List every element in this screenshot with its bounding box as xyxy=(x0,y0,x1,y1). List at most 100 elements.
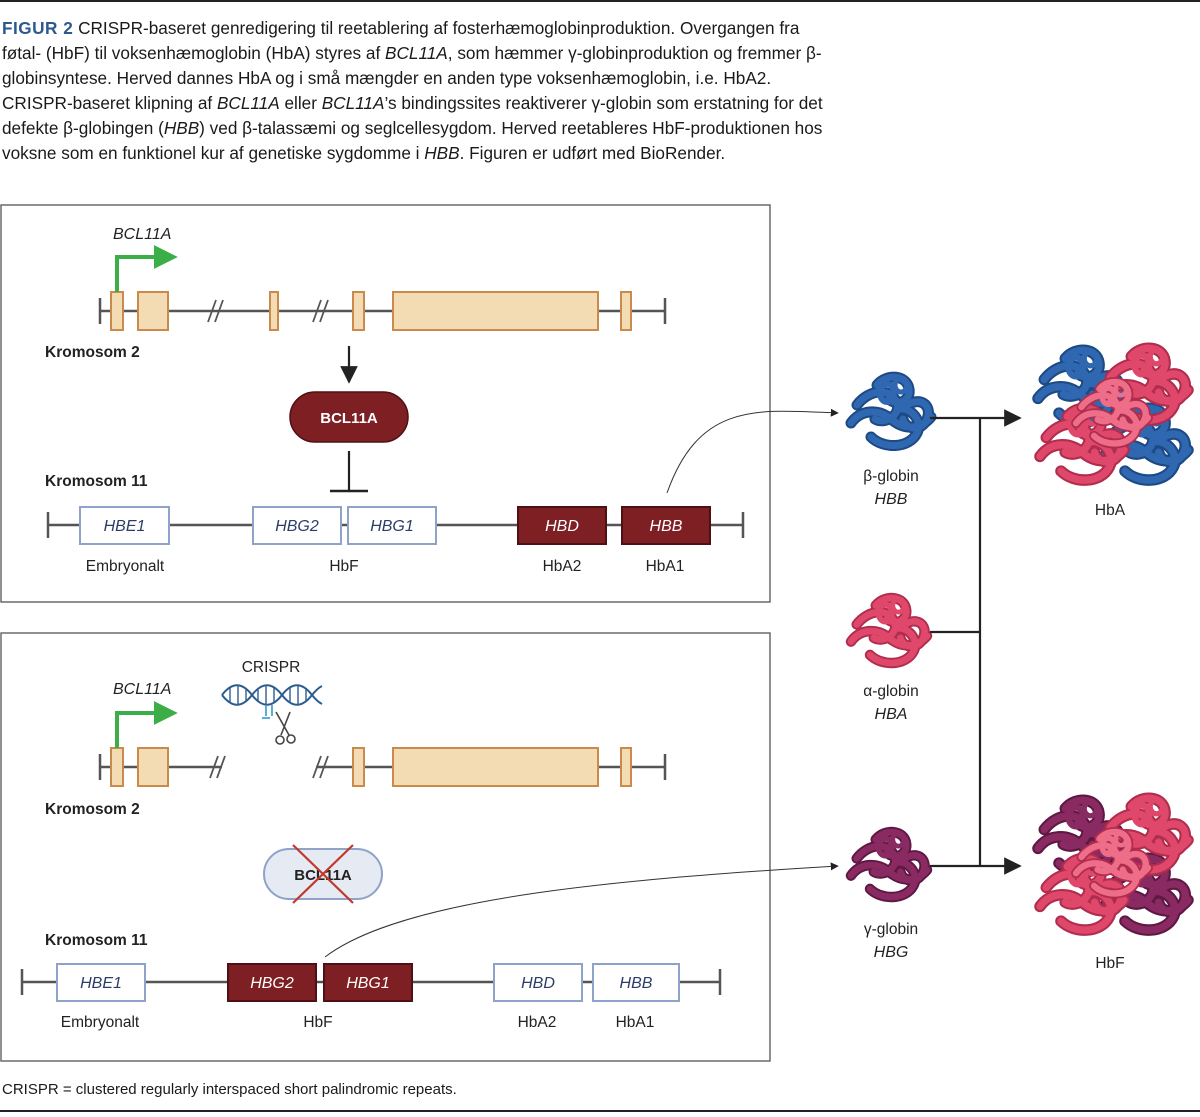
gene-group-labels: Embryonalt HbF HbA2 HbA1 xyxy=(61,1014,655,1031)
gamma-globin-gene-label: HBG xyxy=(874,944,909,961)
promoter-label: BCL11A xyxy=(113,226,171,243)
gene-box xyxy=(323,963,413,1002)
caption-body: CRISPR-baseret genredigering til reetabl… xyxy=(2,18,823,163)
gene-group-label: HbF xyxy=(303,1014,332,1031)
exon xyxy=(392,291,599,331)
break-mark xyxy=(209,755,226,779)
gene-name: HBB xyxy=(620,975,653,992)
chromosome-2-label: Kromosom 2 xyxy=(45,344,140,361)
repression-mark xyxy=(330,451,368,493)
assembly-connectors xyxy=(930,409,1022,875)
hba-tetramer-icon xyxy=(1032,342,1194,486)
alpha-globin-gene-label: HBA xyxy=(875,706,908,723)
footnote: CRISPR = clustered regularly interspaced… xyxy=(2,1081,457,1098)
gene-name: HBE1 xyxy=(104,518,146,535)
exon xyxy=(352,747,365,787)
caption-gene-name: BCL11A xyxy=(385,43,448,63)
break-mark xyxy=(207,299,224,323)
beta-globin-label: β-globin xyxy=(863,468,918,485)
exon xyxy=(137,747,169,787)
figure-label: FIGUR 2 xyxy=(2,18,74,38)
caption-gene-name: HBB xyxy=(424,143,460,163)
crispr-label: CRISPR xyxy=(242,659,301,676)
caption-text: eller xyxy=(279,93,322,113)
exon xyxy=(269,291,279,331)
caption-text: ) ved β-talassæmi og seglcellesygdom. He… xyxy=(2,118,823,163)
gene-name: HBD xyxy=(545,518,579,535)
gene-name: HBB xyxy=(650,518,683,535)
gene-box xyxy=(493,963,583,1002)
chromosome-2-top: BCL11A Kromosom 2 xyxy=(45,226,667,361)
bcl11a-protein-knocked-out: BCL11A xyxy=(263,844,383,904)
caption-text: ’s bindingssites reaktiverer γ-globin so… xyxy=(2,93,823,138)
caption-text: . Figuren er udført med BioRender. xyxy=(459,143,726,163)
caption-gene-name: BCL11A xyxy=(321,93,385,113)
bottom-rule xyxy=(0,1110,1200,1112)
hbf-label: HbF xyxy=(1095,955,1124,972)
cross-out-icon xyxy=(292,844,354,904)
panel-top: BCL11A Kromosom 2 BCL11A Kromosom 11 HBE… xyxy=(0,204,771,603)
exon xyxy=(352,291,365,331)
gene-boxes: HBE1 HBG2 HBG1 HBD HBB xyxy=(56,963,680,1002)
panel-bottom-frame xyxy=(0,632,771,1062)
hbf-tetramer-icon xyxy=(1032,792,1194,936)
gene-box xyxy=(79,506,170,545)
hbg-to-gamma-globin-arrow xyxy=(324,862,839,958)
gene-group-label: HbA2 xyxy=(518,1014,557,1031)
gene-box xyxy=(621,506,711,545)
gene-name: HBG1 xyxy=(346,975,390,992)
protein-label: BCL11A xyxy=(320,410,378,427)
exon xyxy=(110,291,124,331)
bcl11a-protein: BCL11A xyxy=(289,391,409,443)
chromosome-2-label: Kromosom 2 xyxy=(45,801,140,818)
hba-label: HbA xyxy=(1095,502,1126,519)
chromosome-2-bottom: BCL11A Kromosom 2 xyxy=(45,681,667,818)
gene-name: HBD xyxy=(521,975,555,992)
gene-name: HBG2 xyxy=(250,975,294,992)
gene-name: HBG1 xyxy=(370,518,414,535)
beta-globin-icon xyxy=(845,371,937,451)
gene-box xyxy=(347,506,437,545)
gene-box xyxy=(252,506,342,545)
beta-globin-gene-label: HBB xyxy=(875,491,908,508)
chromosome-11-label: Kromosom 11 xyxy=(45,932,148,949)
gene-group-label: HbA1 xyxy=(646,558,685,575)
panel-bottom: BCL11A Kromosom 2 CRISPR xyxy=(0,632,771,1062)
exon xyxy=(392,747,599,787)
promoter-label: BCL11A xyxy=(113,681,171,698)
exon xyxy=(620,747,632,787)
caption-gene-name: BCL11A xyxy=(216,93,280,113)
panel-top-frame xyxy=(0,204,771,603)
gene-box xyxy=(56,963,146,1002)
gene-group-label: Embryonalt xyxy=(61,1014,140,1031)
caption-text: CRISPR-baseret genredigering til reetabl… xyxy=(2,18,800,63)
gamma-globin-icon xyxy=(845,826,933,903)
gene-box xyxy=(592,963,680,1002)
promoter-arrow xyxy=(115,245,178,292)
break-mark xyxy=(312,755,329,779)
gene-group-label: HbA2 xyxy=(543,558,582,575)
exon xyxy=(620,291,632,331)
hbb-to-beta-globin-arrow xyxy=(666,408,839,494)
gene-group-label: HbA1 xyxy=(616,1014,655,1031)
gene-box xyxy=(227,963,317,1002)
alpha-globin-label: α-globin xyxy=(863,683,919,700)
caption-gene-name: HBB xyxy=(163,118,200,138)
break-mark xyxy=(312,299,329,323)
crispr-dna-scissors-icon: CRISPR xyxy=(221,659,323,745)
gene-group-label: HbF xyxy=(329,558,358,575)
alpha-globin-icon xyxy=(845,592,933,669)
exon xyxy=(110,747,124,787)
gene-group-labels: Embryonalt HbF HbA2 HbA1 xyxy=(86,558,685,575)
gene-box xyxy=(517,506,607,545)
chromosome-11-bottom: Kromosom 11 HBE1 HBG2 HBG1 HBD HBB Embryonal… xyxy=(20,932,722,1031)
bcl11a-protein-shape xyxy=(289,391,409,443)
promoter-arrow xyxy=(115,701,178,748)
top-rule xyxy=(0,0,1200,2)
figure-caption: FIGUR 2 CRISPR-baseret genredigering til… xyxy=(2,16,842,166)
gene-group-label: Embryonalt xyxy=(86,558,165,575)
gene-name: HBE1 xyxy=(80,975,122,992)
